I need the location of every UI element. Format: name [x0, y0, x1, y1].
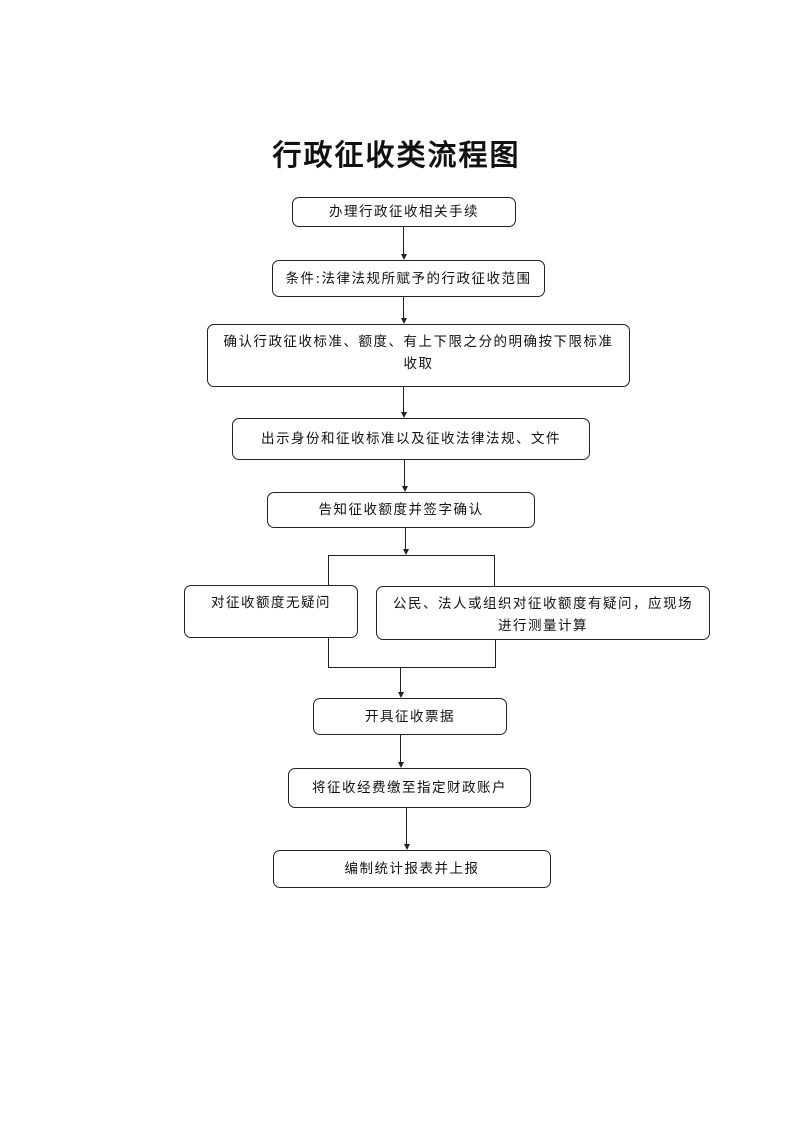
step-conditions: 条件:法律法规所赋予的行政征收范围 [272, 260, 545, 297]
connector [403, 387, 405, 412]
arrow-down-icon [403, 549, 409, 555]
connector [400, 735, 402, 762]
connector [404, 460, 406, 486]
step-confirm-standard: 确认行政征收标准、额度、有上下限之分的明确按下限标准收取 [207, 324, 630, 387]
connector [495, 640, 497, 667]
branch-objection: 公民、法人或组织对征收额度有疑问，应现场进行测量计算 [376, 586, 710, 640]
connector [403, 227, 405, 254]
connector [400, 667, 402, 692]
arrow-down-icon [398, 692, 404, 698]
connector [328, 555, 330, 585]
arrow-down-icon [398, 762, 404, 768]
branch-split-line [328, 555, 495, 557]
connector [403, 297, 405, 318]
step-handle-procedures: 办理行政征收相关手续 [292, 197, 516, 227]
arrow-down-icon [401, 412, 407, 418]
arrow-down-icon [401, 254, 407, 260]
connector [328, 638, 330, 667]
connector [406, 808, 408, 844]
branch-merge-line [328, 667, 496, 669]
arrow-down-icon [404, 844, 410, 850]
connector [405, 528, 407, 549]
step-deposit-funds: 将征收经费缴至指定财政账户 [288, 768, 531, 808]
step-show-identity: 出示身份和征收标准以及征收法律法规、文件 [232, 418, 590, 460]
step-notify-sign: 告知征收额度并签字确认 [267, 492, 535, 528]
page-title: 行政征收类流程图 [272, 138, 521, 172]
branch-no-objection: 对征收额度无疑问 [184, 585, 358, 638]
step-issue-receipt: 开具征收票据 [313, 698, 507, 735]
arrow-down-icon [402, 486, 408, 492]
arrow-down-icon [401, 318, 407, 324]
connector [494, 555, 496, 586]
step-compile-report: 编制统计报表并上报 [273, 850, 551, 888]
